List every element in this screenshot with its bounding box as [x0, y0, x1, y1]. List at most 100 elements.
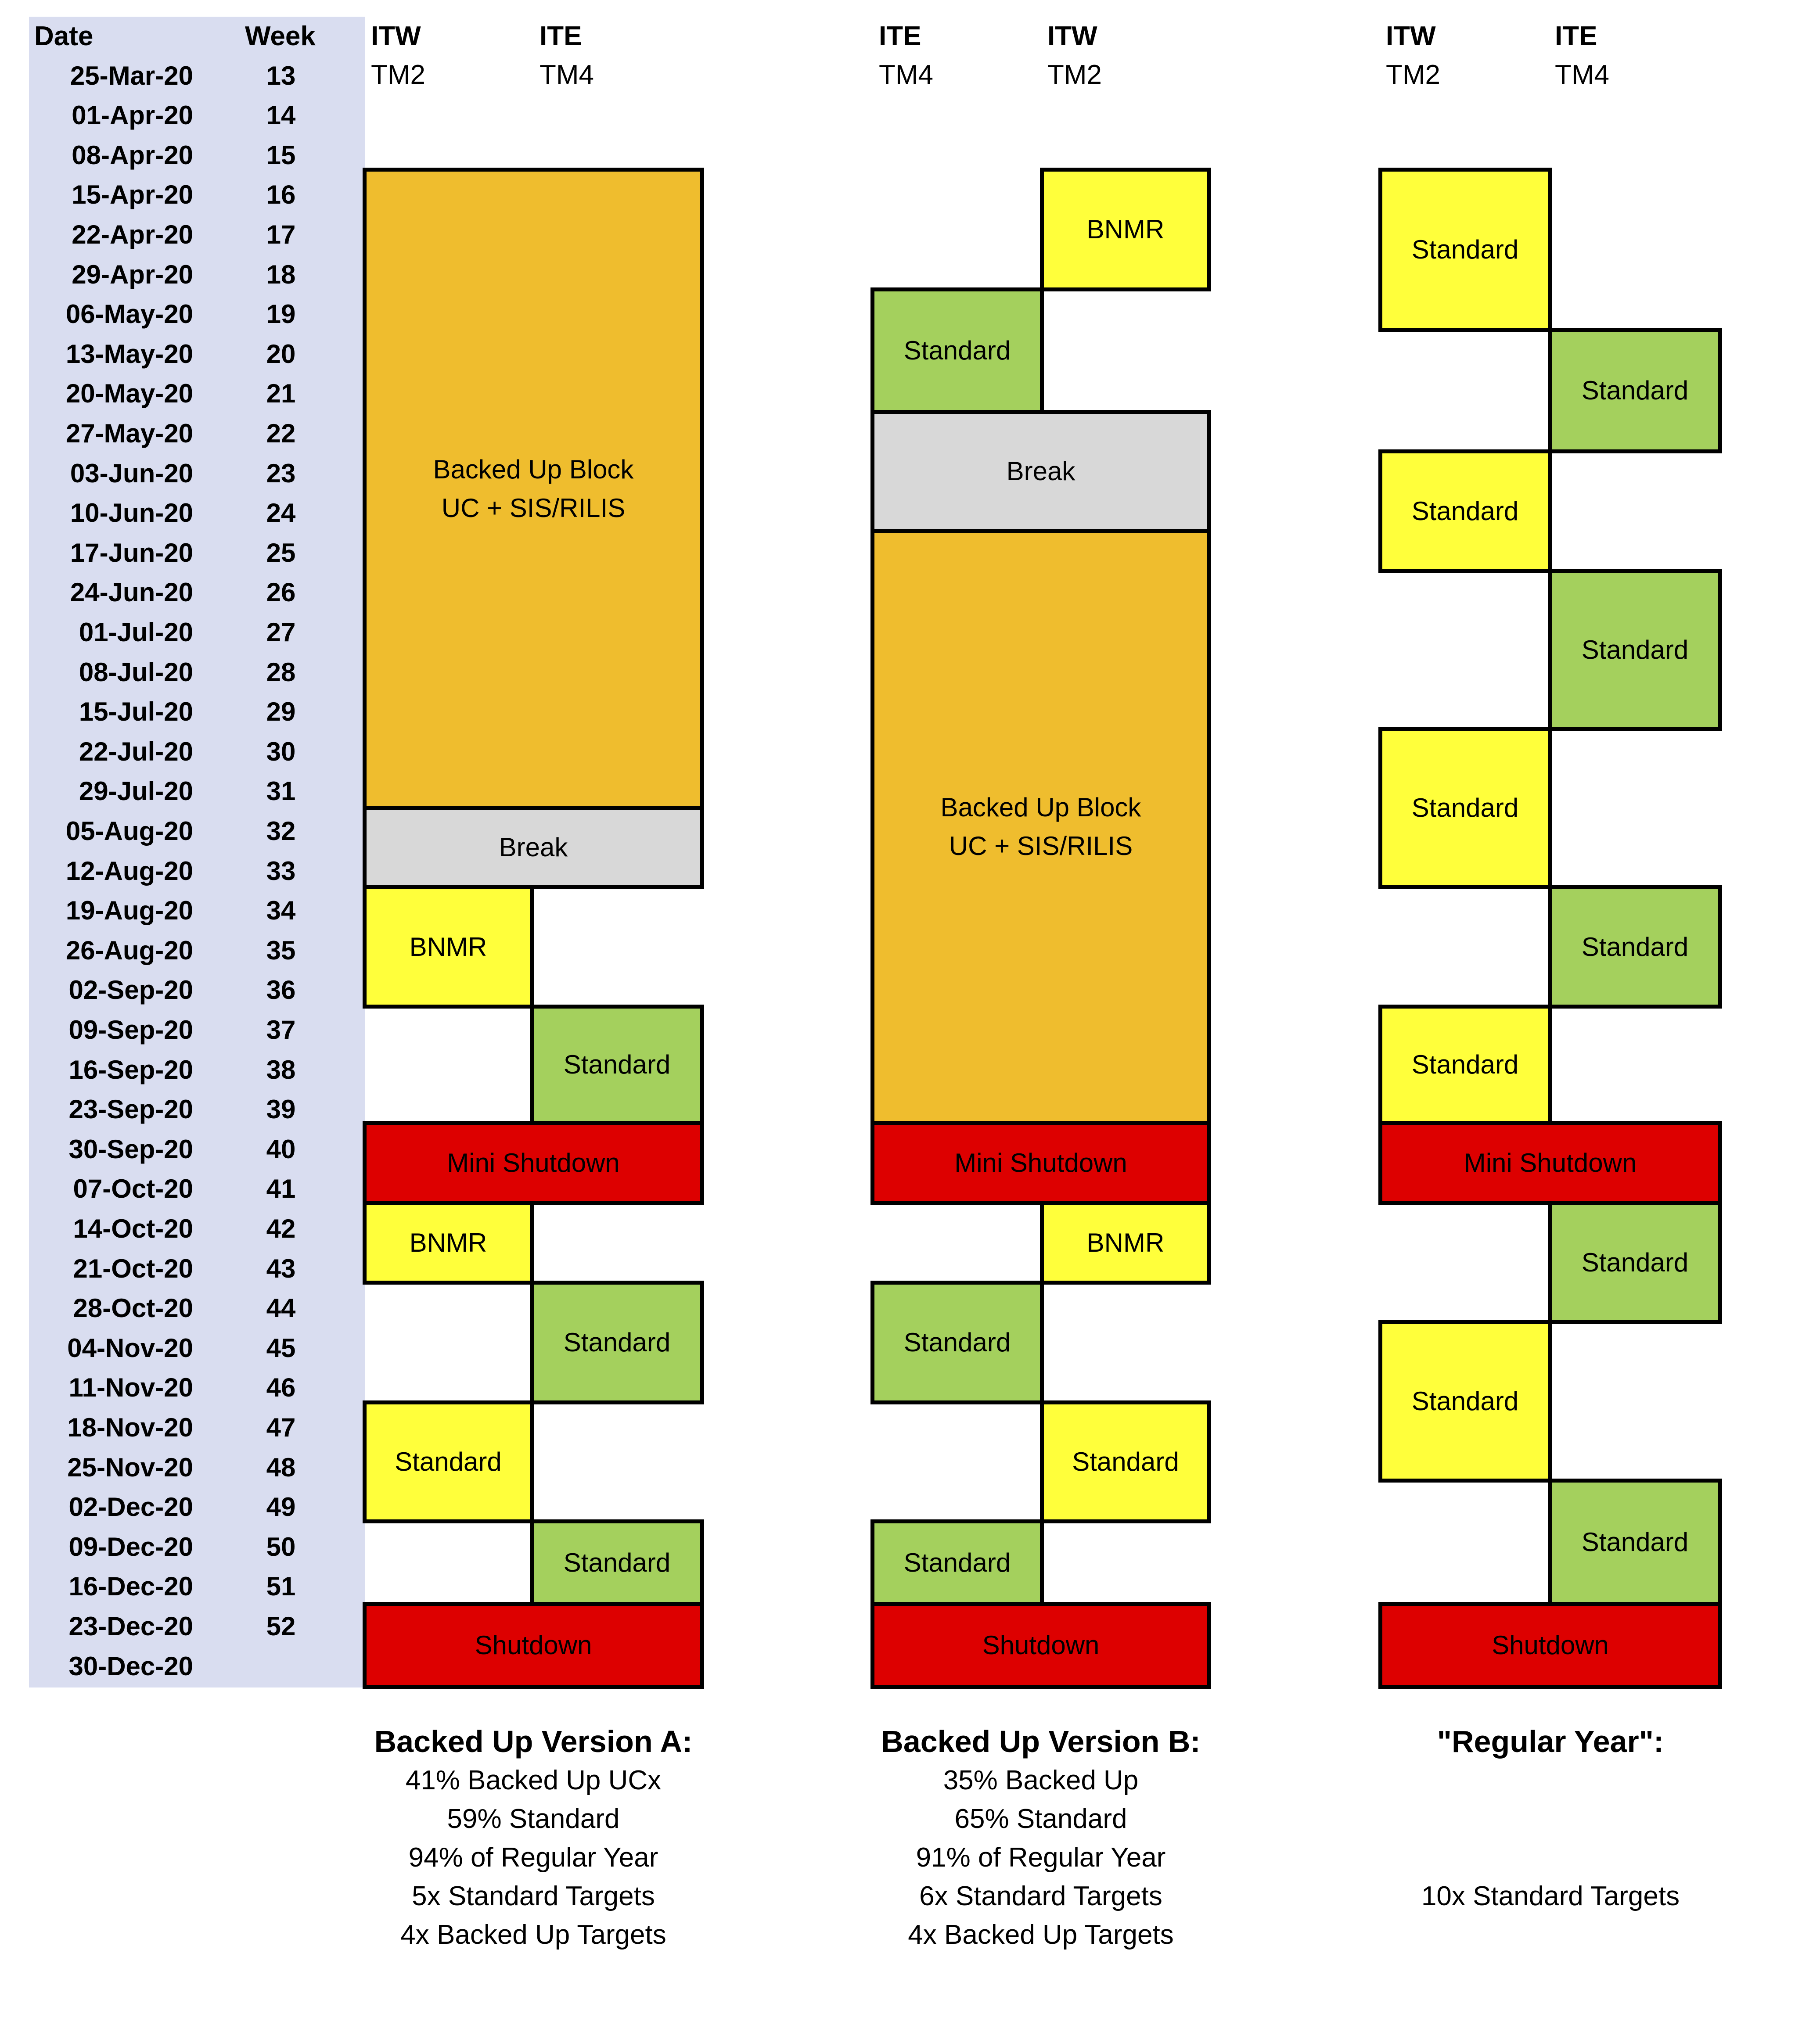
row-date: 13-May-20	[65, 339, 193, 369]
row-date: 22-Apr-20	[72, 220, 193, 249]
week-column-header: Week	[245, 21, 316, 51]
regular-year-mini-shutdown-block: Mini Shutdown	[1378, 1121, 1722, 1205]
version-a-shutdown-block: Shutdown	[363, 1602, 704, 1689]
version-b-summary-title: Backed Up Version B:	[881, 1724, 1201, 1759]
row-date: 12-Aug-20	[65, 856, 193, 886]
version-a-col2-station: ITE	[540, 21, 582, 51]
row-week: 28	[266, 657, 296, 687]
row-week: 42	[266, 1214, 296, 1243]
row-week: 34	[266, 896, 296, 925]
row-week: 27	[266, 618, 296, 647]
version-b-break-block: Break	[870, 410, 1211, 533]
row-week: 20	[266, 339, 296, 369]
row-week: 13	[266, 61, 296, 90]
regular-year-col1-mode: TM2	[1386, 60, 1440, 90]
row-week: 16	[266, 180, 296, 209]
version-b-shutdown-block: Shutdown	[870, 1602, 1211, 1689]
row-date: 19-Aug-20	[65, 896, 193, 925]
version-b-mini-shutdown-block: Mini Shutdown	[870, 1121, 1211, 1205]
summary-line	[1331, 1800, 1770, 1838]
summary-line: 41% Backed Up UCx	[405, 1765, 662, 1795]
row-week: 49	[266, 1492, 296, 1522]
version-a-bnmr-block: BNMR	[363, 885, 534, 1009]
regular-year-col1-station: ITW	[1386, 21, 1436, 51]
date-column-header: Date	[34, 21, 94, 51]
row-week: 36	[266, 975, 296, 1005]
row-date: 24-Jun-20	[70, 578, 193, 607]
summary-line: 5x Standard Targets	[412, 1881, 655, 1911]
row-week: 39	[266, 1095, 296, 1124]
version-a-col1-mode: TM2	[371, 60, 425, 90]
row-week: 52	[266, 1612, 296, 1641]
row-date: 28-Oct-20	[73, 1293, 193, 1323]
row-week: 33	[266, 856, 296, 886]
regular-year-col2-mode: TM4	[1555, 60, 1609, 90]
row-date: 22-Jul-20	[79, 737, 193, 766]
row-week: 41	[266, 1174, 296, 1203]
row-date: 06-May-20	[65, 299, 193, 329]
row-date: 08-Apr-20	[72, 140, 193, 170]
version-a-col2-mode: TM4	[540, 60, 594, 90]
version-a-standard-block: Standard	[530, 1005, 704, 1125]
row-date: 05-Aug-20	[65, 816, 193, 846]
row-week: 21	[266, 379, 296, 408]
regular-year-col2-station: ITE	[1555, 21, 1597, 51]
row-date: 15-Jul-20	[79, 697, 193, 726]
summary-line	[1331, 1838, 1770, 1877]
version-b-bnmr-block: BNMR	[1040, 168, 1211, 291]
regular-year-summary-title: "Regular Year":	[1437, 1724, 1664, 1759]
regular-year-standard-block: Standard	[1548, 1479, 1722, 1606]
row-date: 29-Jul-20	[79, 776, 193, 806]
row-week: 30	[266, 737, 296, 766]
row-date: 16-Sep-20	[68, 1055, 193, 1084]
version-b-col1-mode: TM4	[879, 60, 933, 90]
version-b-backed-up-block: Backed Up Block UC + SIS/RILIS	[870, 529, 1211, 1125]
regular-year-standard-block: Standard	[1548, 885, 1722, 1009]
row-date: 23-Sep-20	[68, 1095, 193, 1124]
row-week: 45	[266, 1333, 296, 1363]
summary-line: 4x Backed Up Targets	[908, 1920, 1174, 1950]
row-date: 30-Dec-20	[68, 1652, 193, 1681]
version-b-standard-block: Standard	[870, 1519, 1044, 1606]
row-week: 38	[266, 1055, 296, 1084]
summary-line: 10x Standard Targets	[1421, 1881, 1680, 1911]
row-date: 07-Oct-20	[73, 1174, 193, 1203]
summary-line: 35% Backed Up	[943, 1765, 1139, 1795]
row-week: 46	[266, 1373, 296, 1402]
regular-year-standard-block: Standard	[1378, 449, 1552, 573]
version-a-mini-shutdown-block: Mini Shutdown	[363, 1121, 704, 1205]
version-a-col1-station: ITW	[371, 21, 421, 51]
row-week: 14	[266, 101, 296, 130]
row-week: 50	[266, 1532, 296, 1562]
summary-line: 91% of Regular Year	[916, 1842, 1166, 1873]
row-date: 23-Dec-20	[68, 1612, 193, 1641]
row-date: 14-Oct-20	[73, 1214, 193, 1243]
row-week: 17	[266, 220, 296, 249]
version-b-standard-block: Standard	[1040, 1400, 1211, 1523]
regular-year-standard-block: Standard	[1378, 1320, 1552, 1483]
row-date: 20-May-20	[65, 379, 193, 408]
row-week: 19	[266, 299, 296, 329]
row-week: 22	[266, 419, 296, 448]
version-b-bnmr-block: BNMR	[1040, 1201, 1211, 1285]
row-date: 17-Jun-20	[70, 538, 193, 567]
row-week: 25	[266, 538, 296, 567]
row-week: 26	[266, 578, 296, 607]
row-week: 47	[266, 1413, 296, 1442]
regular-year-standard-block: Standard	[1548, 328, 1722, 453]
regular-year-standard-block: Standard	[1378, 168, 1552, 332]
row-week: 24	[266, 498, 296, 528]
version-a-break-block: Break	[363, 806, 704, 889]
version-b-col2-station: ITW	[1047, 21, 1097, 51]
row-date: 16-Dec-20	[68, 1572, 193, 1601]
date-column-background	[29, 17, 365, 1688]
row-date: 08-Jul-20	[79, 657, 193, 687]
row-date: 02-Dec-20	[68, 1492, 193, 1522]
row-week: 23	[266, 459, 296, 488]
row-week: 15	[266, 140, 296, 170]
summary-line: 65% Standard	[954, 1804, 1127, 1834]
row-week: 31	[266, 776, 296, 806]
version-a-standard-block: Standard	[530, 1519, 704, 1606]
summary-line	[1331, 1761, 1770, 1800]
version-b-standard-block: Standard	[870, 1281, 1044, 1404]
